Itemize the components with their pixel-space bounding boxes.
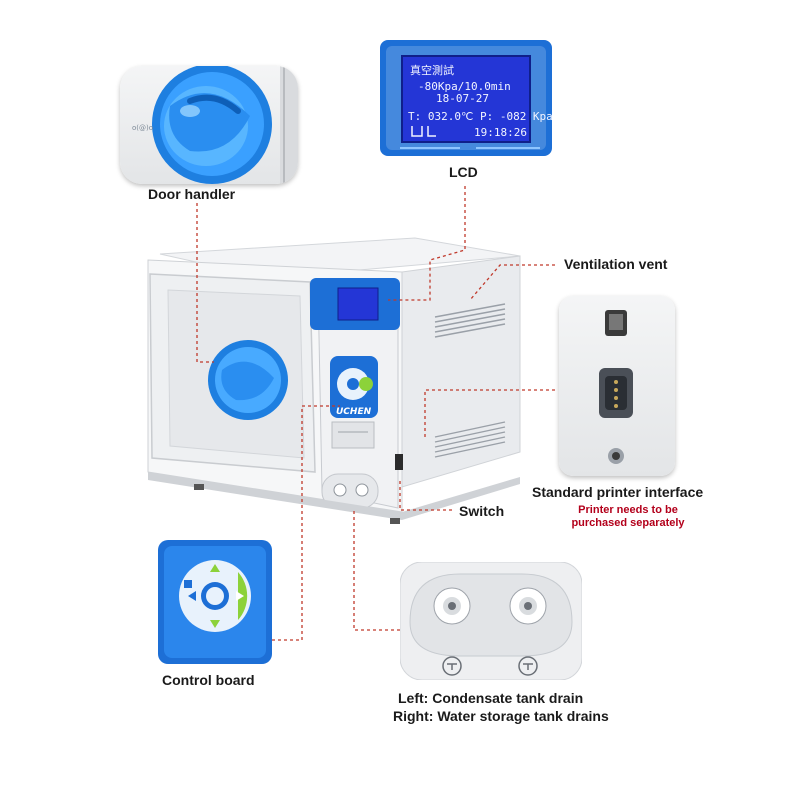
lcd-line4: T: 032.0℃ P: -082 Kpa <box>408 110 552 123</box>
lcd-line1: 真空測試 <box>410 63 454 77</box>
keypad-icon <box>158 540 272 664</box>
drains-inset <box>400 562 582 680</box>
lcd-line5: 19:18:26 <box>474 126 527 139</box>
door-knob-icon: o(@)o <box>132 66 298 184</box>
ventilation-vent-label: Ventilation vent <box>564 256 668 272</box>
door-handler-label: Door handler <box>148 186 236 202</box>
svg-text:o(@)o: o(@)o <box>132 124 153 132</box>
printer-note-line1: Printer needs to be <box>578 504 678 516</box>
lcd-line3: 18-07-27 <box>436 92 489 105</box>
drain-left-label: Left: Condensate tank drain <box>398 690 584 706</box>
switch-label: Switch <box>459 503 505 519</box>
drain-right-label: Right: Water storage tank drains <box>393 708 609 724</box>
lcd-label: LCD <box>449 164 478 180</box>
brand-label: UCHEN <box>336 407 372 417</box>
control-board-inset <box>158 540 272 664</box>
lcd-line2: -80Kpa/10.0min <box>418 80 511 93</box>
sterilizer-machine: UCHEN <box>147 237 521 524</box>
printer-interface-inset <box>559 296 675 476</box>
door-handler-inset: o(@)o <box>120 66 298 184</box>
lcd-inset: 真空測試 -80Kpa/10.0min 18-07-27 T: 032.0℃ P… <box>380 40 552 156</box>
drain-nozzle-icon <box>433 587 547 625</box>
printer-note-line2: purchased separately <box>571 517 685 529</box>
lcd-screen-icon: 真空測試 -80Kpa/10.0min 18-07-27 T: 032.0℃ P… <box>380 40 552 156</box>
printer-note: Printer needs to be purchased separately <box>548 504 708 530</box>
serial-port-icon <box>599 368 633 418</box>
control-board-label: Control board <box>162 672 255 688</box>
printer-interface-label: Standard printer interface <box>532 484 704 500</box>
